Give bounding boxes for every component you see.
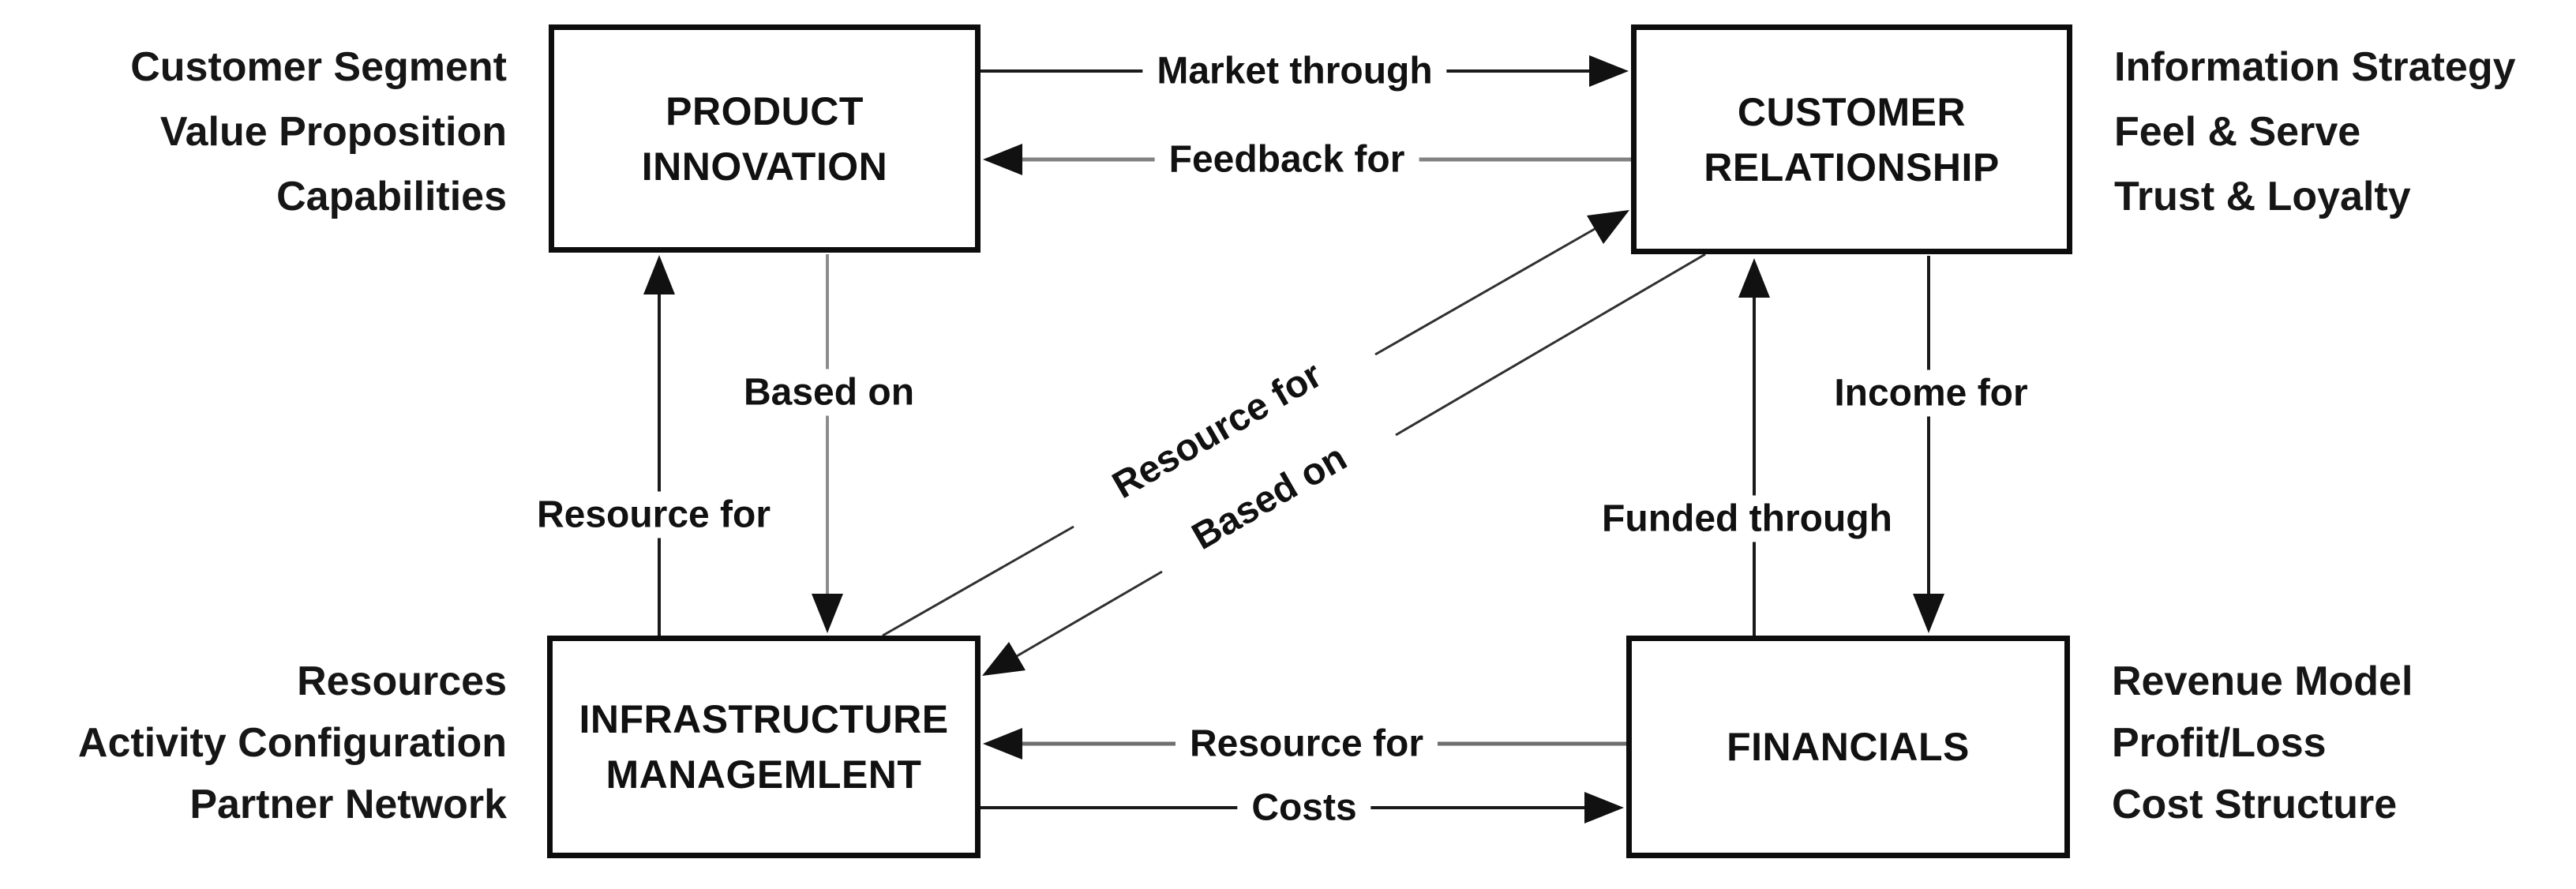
notes-product-innovation: Customer Segment Value Proposition Capab… [0,35,507,229]
note-line: Value Proposition [159,109,507,155]
node-title-line: MANAGEMLENT [606,752,922,797]
edge-resource-for-diagonal-arrowhead [1587,210,1629,244]
node-infrastructure-management: INFRASTRUCTURE MANAGEMLENT [547,636,981,858]
edge-feedback-for-arrowhead [983,144,1022,175]
edge-label-funded-through: Funded through [1588,495,1907,542]
edge-label-feedback-for: Feedback for [1154,136,1419,183]
notes-customer-relationship: Information Strategy Feel & Serve Trust … [2114,35,2576,229]
edge-market-through-arrowhead [1589,55,1629,87]
note-line: Information Strategy [2114,44,2516,90]
note-line: Revenue Model [2112,658,2413,704]
edge-resource-for-diagonal-line-2 [1374,227,1595,356]
note-line: Partner Network [189,782,507,827]
edge-income-for-arrowhead [1913,594,1944,633]
edge-label-based-on-vertical: Based on [729,369,929,416]
note-line: Customer Segment [130,44,507,90]
node-financials: FINANCIALS [1626,636,2070,858]
edge-label-market-through: Market through [1142,47,1447,95]
notes-infrastructure-management: Resources Activity Configuration Partner… [0,651,507,835]
edge-resource-for-vertical-arrowhead [643,255,675,294]
node-title-line: INNOVATION [641,144,888,189]
edge-based-on-diagonal-arrowhead [982,642,1026,676]
edge-label-resource-for-vertical: Resource for [522,491,786,538]
edge-funded-through-arrowhead [1738,258,1770,298]
note-line: Resources [297,658,507,704]
note-line: Capabilities [276,174,507,219]
note-line: Activity Configuration [77,720,507,766]
note-line: Cost Structure [2112,782,2398,827]
node-product-innovation: PRODUCT INNOVATION [549,24,981,253]
edge-based-on-diagonal-line-1 [1395,253,1706,437]
node-customer-relationship: CUSTOMER RELATIONSHIP [1631,24,2072,254]
edge-costs-arrowhead [1584,792,1624,823]
edge-label-costs: Costs [1237,784,1371,831]
edge-label-resource-for-bottom: Resource for [1175,720,1438,767]
node-title-line: PRODUCT [666,88,864,133]
notes-financials: Revenue Model Profit/Loss Cost Structure [2112,651,2576,835]
edge-based-on-diagonal-line-2 [1016,570,1163,658]
edge-resource-for-diagonal-line-1 [882,525,1074,637]
edge-resource-for-bottom-arrowhead [983,728,1022,760]
edge-based-on-vertical-arrowhead [812,594,843,633]
node-title-line: INFRASTRUCTURE [579,697,949,741]
node-title-line: RELATIONSHIP [1704,144,2000,189]
node-title-line: CUSTOMER [1737,89,1967,134]
note-line: Feel & Serve [2114,109,2361,155]
note-line: Trust & Loyalty [2114,174,2411,219]
node-title-line: FINANCIALS [1727,725,1970,769]
edge-label-income-for: Income for [1820,369,2042,417]
note-line: Profit/Loss [2112,720,2327,766]
